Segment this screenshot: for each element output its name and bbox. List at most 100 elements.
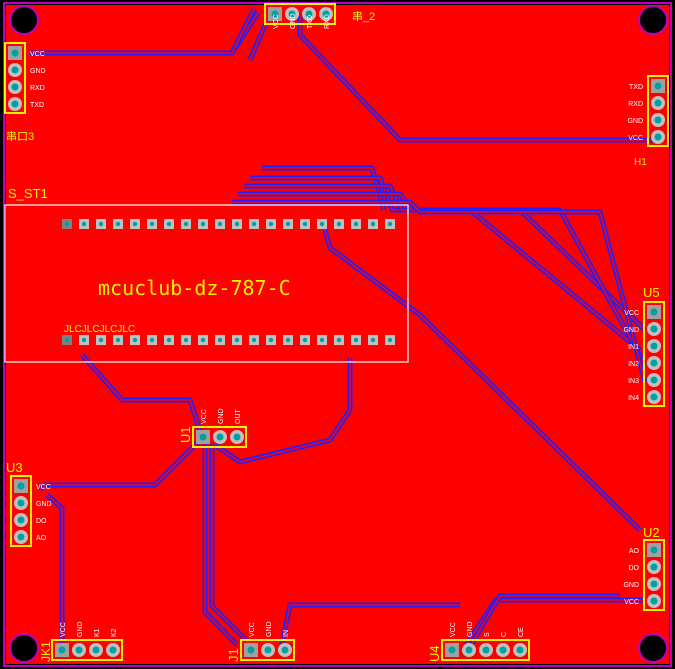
module-pad-hole: [81, 221, 87, 227]
header-outline: [240, 639, 295, 661]
header-outline: [441, 639, 530, 661]
module-pad-hole: [285, 221, 291, 227]
header-outline: [51, 639, 123, 661]
module-pad-hole: [132, 221, 138, 227]
component-label: J1: [226, 648, 241, 662]
pin-label: RXD: [324, 14, 331, 29]
header-pad-hole: [109, 646, 117, 654]
module-pad-hole: [64, 337, 70, 343]
module-pad-hole: [353, 337, 359, 343]
header-pad-hole: [17, 533, 25, 541]
module-pad-hole: [183, 337, 189, 343]
module-pad-hole: [98, 337, 104, 343]
pin-label: VCC: [450, 622, 457, 637]
module-designator: S_ST1: [8, 186, 48, 201]
pin-label: GND: [218, 408, 225, 424]
module-pad-hole: [302, 337, 308, 343]
header-pad-hole: [650, 597, 658, 605]
component-label: U3: [6, 460, 23, 475]
header-pad-hole: [654, 82, 662, 90]
module-pad-hole: [217, 221, 223, 227]
header-pad-hole: [650, 325, 658, 333]
module-pad-hole: [251, 221, 257, 227]
pin-label: GND: [30, 68, 46, 75]
module-pad-hole: [285, 337, 291, 343]
trace-core: [470, 595, 620, 646]
header-pad-hole: [288, 10, 296, 18]
module-pad-hole: [64, 221, 70, 227]
board-outline: [3, 2, 672, 667]
module-pad-hole: [370, 221, 376, 227]
component-label: U4: [427, 645, 442, 662]
module-pad-hole: [115, 221, 121, 227]
traces: [30, 7, 660, 647]
component-label: U5: [643, 285, 660, 300]
header-pad-hole: [322, 10, 330, 18]
module-pad-hole: [387, 221, 393, 227]
component-label: U2: [643, 525, 660, 540]
mounting-hole: [638, 5, 668, 35]
pin-label: IN4: [628, 395, 639, 402]
header-outline: [10, 475, 32, 547]
module-pad-hole: [319, 221, 325, 227]
module-pad-hole: [183, 221, 189, 227]
pin-label: K1: [94, 628, 101, 637]
trace-core: [46, 494, 63, 645]
header-pad-hole: [75, 646, 83, 654]
header-pad-hole: [281, 646, 289, 654]
trace-core: [249, 24, 266, 61]
header-pad-hole: [650, 546, 658, 554]
header-pad-hole: [654, 99, 662, 107]
pin-label: TXD: [629, 84, 643, 91]
header-pad-hole: [11, 49, 19, 57]
module-pad-hole: [81, 337, 87, 343]
pin-label: AO: [36, 535, 47, 542]
header-pad-hole: [650, 342, 658, 350]
header-pad-hole: [271, 10, 279, 18]
header-pad-hole: [465, 646, 473, 654]
pin-label: TXD: [307, 15, 314, 29]
header-outline: [647, 75, 669, 147]
pin-label: GND: [290, 13, 297, 29]
header-pad-hole: [216, 433, 224, 441]
mounting-holes: [9, 5, 668, 663]
pin-label: GND: [627, 118, 643, 125]
pin-label: VCC: [624, 599, 639, 606]
header-pad-hole: [654, 116, 662, 124]
pin-label: GND: [77, 621, 84, 637]
header-outline: [4, 42, 26, 114]
pin-label: IN2: [628, 361, 639, 368]
module-pad-hole: [336, 221, 342, 227]
header-pad-hole: [264, 646, 272, 654]
trace-core: [214, 358, 351, 463]
module-pad-hole: [336, 337, 342, 343]
module-outline: [4, 204, 409, 363]
header-outline: [643, 301, 665, 407]
pin-label: VCC: [273, 14, 280, 29]
header-outline: [264, 3, 336, 25]
header-pad-hole: [199, 433, 207, 441]
header-pad-hole: [499, 646, 507, 654]
module-pad-hole: [98, 221, 104, 227]
trace-core: [39, 439, 201, 491]
component-label: H1: [634, 157, 647, 168]
header-pad-hole: [516, 646, 524, 654]
header-pad-hole: [17, 516, 25, 524]
header-pad-hole: [92, 646, 100, 654]
board-title: mcuclub-dz-787-C: [98, 276, 291, 300]
header-pad-hole: [654, 133, 662, 141]
module-jlc-text: JLCJLCJLCJLC: [64, 324, 135, 335]
pin-label: VCC: [624, 310, 639, 317]
header-pad-hole: [247, 646, 255, 654]
header-pad-hole: [448, 646, 456, 654]
pin-label: DO: [36, 518, 47, 525]
module-pads: [62, 219, 395, 345]
module-pad-hole: [251, 337, 257, 343]
